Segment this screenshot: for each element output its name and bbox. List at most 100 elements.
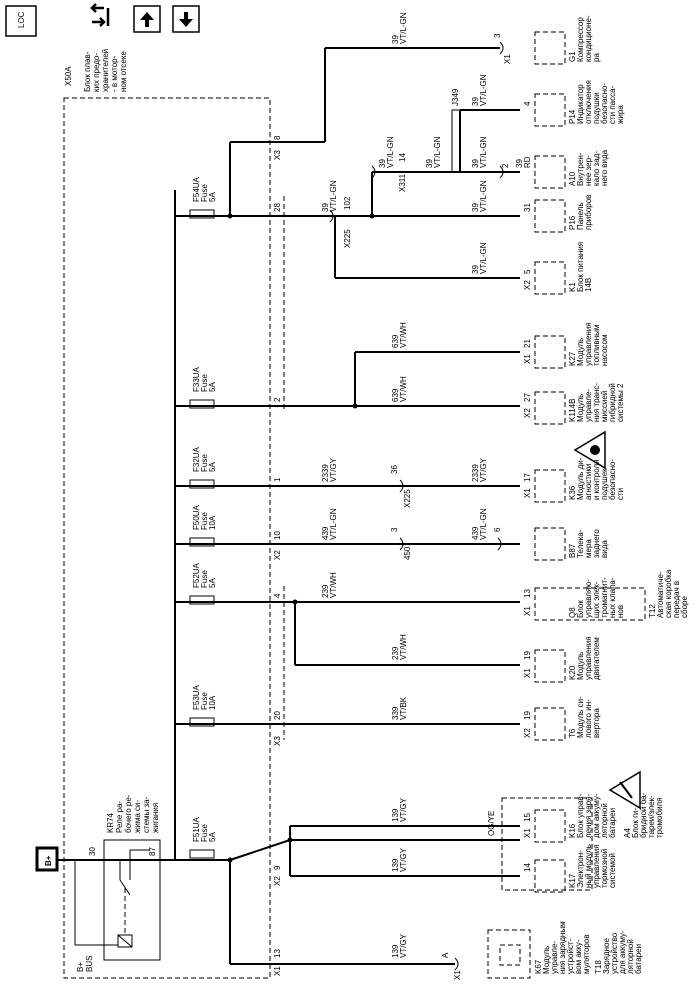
svg-text:KR74: KR74 bbox=[106, 812, 115, 833]
svg-text:21: 21 bbox=[523, 339, 532, 348]
svg-text:сборе: сборе bbox=[680, 596, 689, 618]
svg-text:19: 19 bbox=[523, 711, 532, 720]
svg-text:ра: ра bbox=[592, 53, 601, 62]
svg-text:139: 139 bbox=[391, 808, 400, 822]
fuse-f54ua: F54UA Fuse 5A bbox=[189, 176, 217, 219]
svg-text:управле-: управле- bbox=[584, 389, 593, 422]
svg-text:VT/WH: VT/WH bbox=[399, 376, 408, 402]
svg-text:K17: K17 bbox=[568, 873, 577, 888]
svg-text:2339: 2339 bbox=[471, 464, 480, 482]
svg-text:VT/L-GN: VT/L-GN bbox=[386, 136, 395, 168]
svg-text:VT/BK: VT/BK bbox=[399, 696, 408, 720]
svg-text:39: 39 bbox=[471, 265, 480, 274]
svg-text:139: 139 bbox=[391, 858, 400, 872]
svg-text:6: 6 bbox=[493, 527, 502, 532]
svg-text:него вида: него вида bbox=[600, 149, 609, 186]
svg-text:ляторной: ляторной bbox=[626, 939, 635, 974]
svg-text:управления: управления bbox=[584, 636, 593, 680]
svg-text:X1: X1 bbox=[523, 668, 532, 678]
svg-text:X2: X2 bbox=[523, 408, 532, 418]
svg-text:ния транс-: ния транс- bbox=[592, 383, 601, 422]
svg-text:миссией: миссией bbox=[600, 391, 609, 422]
svg-text:мера: мера bbox=[584, 539, 593, 558]
svg-text:VT/L-GN: VT/L-GN bbox=[479, 508, 488, 540]
svg-text:K20: K20 bbox=[568, 665, 577, 680]
svg-text:339: 339 bbox=[391, 706, 400, 720]
block-pin-labels: 13 X1 9 X2 20 X3 4 10 X2 1 2 28 8 X3 bbox=[273, 135, 282, 976]
svg-text:27: 27 bbox=[523, 393, 532, 402]
svg-text:управле-: управле- bbox=[550, 941, 559, 974]
svg-text:P16: P16 bbox=[568, 215, 577, 230]
svg-text:ный модуль: ный модуль bbox=[584, 844, 593, 888]
svg-text:подушек: подушек bbox=[600, 468, 609, 500]
svg-text:ных клапа-: ных клапа- bbox=[608, 577, 617, 618]
svg-text:Блок: Блок bbox=[576, 600, 585, 618]
arrow-up-button[interactable] bbox=[133, 5, 161, 33]
svg-text:X1: X1 bbox=[523, 488, 532, 498]
svg-text:кало зад-: кало зад- bbox=[592, 151, 601, 186]
svg-text:X1: X1 bbox=[523, 606, 532, 616]
svg-text:бридной ба-: бридной ба- bbox=[639, 792, 648, 838]
svg-text:T6: T6 bbox=[568, 728, 577, 738]
svg-text:5A: 5A bbox=[208, 462, 217, 472]
svg-text:X50A: X50A bbox=[64, 66, 73, 86]
svg-text:насосом: насосом bbox=[600, 335, 609, 366]
svg-text:тромобиля: тромобиля bbox=[655, 797, 664, 838]
svg-text:Внутрен-: Внутрен- bbox=[576, 152, 585, 186]
svg-text:3: 3 bbox=[390, 527, 399, 532]
svg-text:отключения: отключения bbox=[584, 80, 593, 124]
svg-text:лового ин-: лового ин- bbox=[584, 699, 593, 738]
svg-text:X1: X1 bbox=[523, 828, 532, 838]
svg-text:K114B: K114B bbox=[568, 399, 577, 422]
svg-text:Модуль ди-: Модуль ди- bbox=[576, 457, 585, 500]
svg-text:BUS: BUS bbox=[85, 956, 94, 972]
svg-text:батареи: батареи bbox=[634, 944, 643, 974]
svg-text:F33UA: F33UA bbox=[192, 366, 201, 392]
svg-text:жира: жира bbox=[616, 105, 625, 124]
svg-text:подушки: подушки bbox=[592, 92, 601, 124]
svg-text:X1: X1 bbox=[503, 54, 512, 64]
svg-text:VT/GY: VT/GY bbox=[399, 797, 408, 822]
svg-text:тромагнит-: тромагнит- bbox=[600, 577, 609, 618]
svg-text:8: 8 bbox=[273, 135, 282, 140]
svg-text:VT/L-GN: VT/L-GN bbox=[479, 242, 488, 274]
airbag-warning-icon bbox=[573, 430, 606, 470]
component-labels: K67 Модуль управле- ния зарядным устройс… bbox=[534, 15, 689, 974]
svg-text:VT/L-GN: VT/L-GN bbox=[433, 136, 442, 168]
svg-text:Fuse: Fuse bbox=[200, 184, 209, 202]
svg-text:X1: X1 bbox=[453, 970, 462, 980]
svg-text:K16: K16 bbox=[568, 823, 577, 838]
svg-text:сти: сти bbox=[616, 488, 625, 500]
inline-connectors: A X1 3 450 6 36 X225 102 X225 14 X311 3 … bbox=[329, 33, 512, 980]
loc-button[interactable]: LOC bbox=[5, 5, 37, 37]
svg-text:хранителей: хранителей bbox=[101, 49, 110, 92]
wire-labels: 139 VT/GY 139 VT/GY 139 VT/GY 339 VT/BK … bbox=[321, 12, 532, 958]
bus-label: B+ BUS bbox=[74, 860, 118, 972]
svg-text:безопасно-: безопасно- bbox=[600, 83, 609, 124]
svg-text:Реле ра-: Реле ра- bbox=[115, 801, 124, 833]
svg-text:K67: K67 bbox=[534, 959, 543, 974]
svg-text:Модуль: Модуль bbox=[576, 652, 585, 680]
svg-text:устройст-: устройст- bbox=[566, 938, 575, 974]
svg-text:39: 39 bbox=[321, 203, 330, 212]
svg-text:X1: X1 bbox=[523, 354, 532, 364]
svg-text:VT/L-GN: VT/L-GN bbox=[479, 180, 488, 212]
svg-text:Fuse: Fuse bbox=[200, 570, 209, 588]
relay-pin-87: 87 bbox=[148, 847, 157, 856]
svg-text:безопасно-: безопасно- bbox=[608, 459, 617, 500]
svg-text:двигателем: двигателем bbox=[592, 637, 601, 680]
svg-text:19: 19 bbox=[523, 651, 532, 660]
svg-text:VT/GY: VT/GY bbox=[399, 933, 408, 958]
svg-text:T18: T18 bbox=[594, 960, 603, 974]
svg-text:5A: 5A bbox=[208, 832, 217, 842]
swap-arrows-icon[interactable] bbox=[90, 3, 110, 27]
arrow-down-button[interactable] bbox=[172, 5, 200, 33]
svg-text:K36: K36 bbox=[568, 485, 577, 500]
svg-text:639: 639 bbox=[391, 388, 400, 402]
svg-text:VT/L-GN: VT/L-GN bbox=[329, 180, 338, 212]
svg-text:VT/L-GN: VT/L-GN bbox=[399, 12, 408, 44]
svg-text:управляю-: управляю- bbox=[584, 579, 593, 618]
svg-text:2: 2 bbox=[273, 397, 282, 402]
svg-text:X2: X2 bbox=[273, 550, 282, 560]
svg-text:ская коробка: ская коробка bbox=[664, 569, 673, 618]
